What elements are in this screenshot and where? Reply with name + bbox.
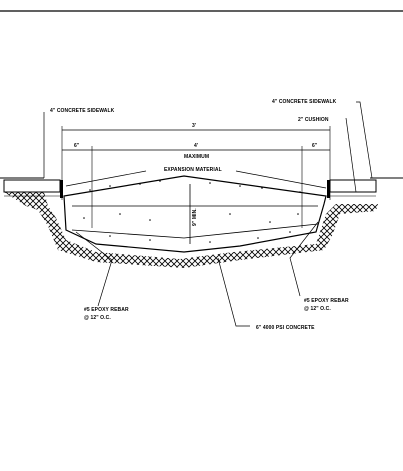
expansion-joint-right xyxy=(327,180,330,198)
label-sidewalk-left: 4" CONCRETE SIDEWALK xyxy=(50,108,115,114)
label-rebar-left-1: #5 EPOXY REBAR xyxy=(84,307,129,313)
leader-expansion-left xyxy=(65,170,147,187)
expansion-joint-left xyxy=(60,180,63,198)
concrete-gutter-section xyxy=(63,175,327,253)
earth-hatching xyxy=(4,192,378,268)
label-dim-right: 6" xyxy=(312,143,318,149)
label-sidewalk-right: 4" CONCRETE SIDEWALK xyxy=(272,99,337,105)
label-dim-left: 6" xyxy=(74,143,80,149)
label-rebar-right-2: @ 12" O.C. xyxy=(304,306,331,312)
label-expansion: EXPANSION MATERIAL xyxy=(164,167,222,173)
leader-cushion xyxy=(345,117,357,193)
leader-concrete xyxy=(217,257,250,327)
label-maximum: MAXIMUM xyxy=(184,154,209,160)
label-rebar-left-2: @ 12" O.C. xyxy=(84,315,111,321)
label-depth: 9" MIN. xyxy=(192,208,198,226)
leader-sidewalk-right xyxy=(356,101,373,179)
leader-rebar-left xyxy=(75,231,113,307)
left-sidewalk xyxy=(3,179,61,193)
label-cushion: 2" CUSHION xyxy=(298,117,329,123)
right-sidewalk xyxy=(329,179,377,193)
rebar-bottom-line xyxy=(71,223,319,239)
leader-rebar-right xyxy=(289,221,319,297)
label-concrete: 6" 4000 PSI CONCRETE xyxy=(256,325,315,331)
leader-expansion-right xyxy=(235,170,327,189)
label-dim-center: 4' xyxy=(194,143,198,149)
concrete-aggregate xyxy=(83,180,301,243)
label-rebar-right-1: #5 EPOXY REBAR xyxy=(304,298,349,304)
label-width-total: 3' xyxy=(192,123,196,129)
